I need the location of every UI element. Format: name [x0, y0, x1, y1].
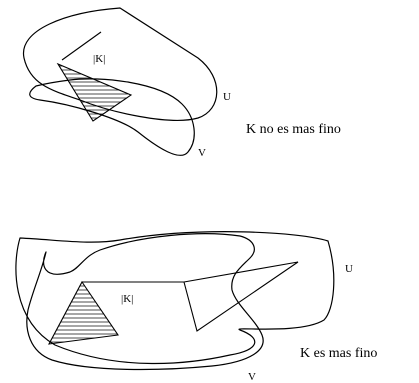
top-open-set-u — [22, 7, 218, 121]
top-complex-triangle — [56, 62, 133, 122]
bottom-complex-edges — [82, 261, 299, 332]
top-complex-label: |K| — [93, 53, 105, 65]
bottom-complex-label: |K| — [121, 293, 133, 305]
top-complex-edge — [61, 31, 102, 61]
bottom-open-set-v — [26, 233, 264, 371]
bottom-caption: K es mas fino — [300, 346, 377, 361]
bottom-panel: |K| U V K es mas fino — [15, 231, 377, 383]
bottom-set-v-label: V — [248, 371, 256, 383]
top-panel: |K| U V K no es mas fino — [22, 7, 341, 159]
bottom-complex-triangle — [48, 280, 119, 345]
bottom-open-set-u — [15, 231, 335, 365]
top-set-v-label: V — [198, 147, 206, 159]
top-caption: K no es mas fino — [246, 122, 341, 137]
top-set-u-label: U — [223, 91, 231, 103]
bottom-set-u-label: U — [345, 263, 353, 275]
